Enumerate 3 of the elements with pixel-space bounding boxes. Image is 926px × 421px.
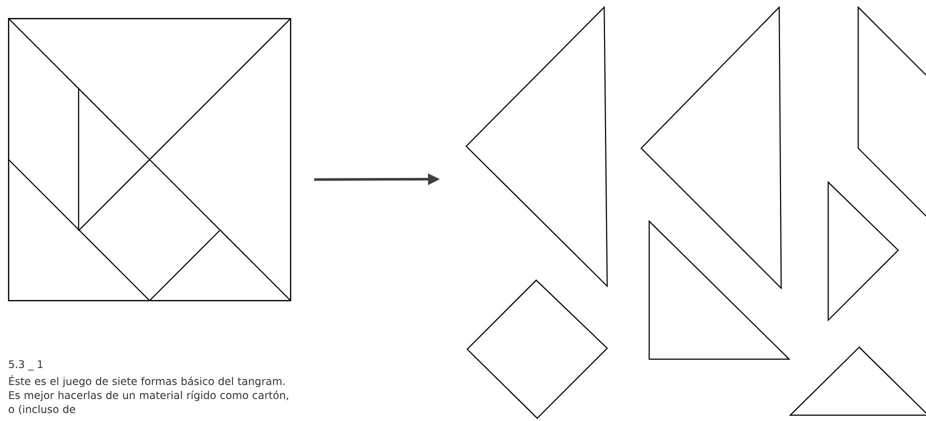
description-text: Éste es el juego de siete formas básico del tangram. Es mejor hacerlas de un material rígido como cartón, o (incluso de [8,375,288,414]
tangram-square-drawing [8,18,292,302]
figure-number: 5.3 _ 1 [9,360,43,370]
